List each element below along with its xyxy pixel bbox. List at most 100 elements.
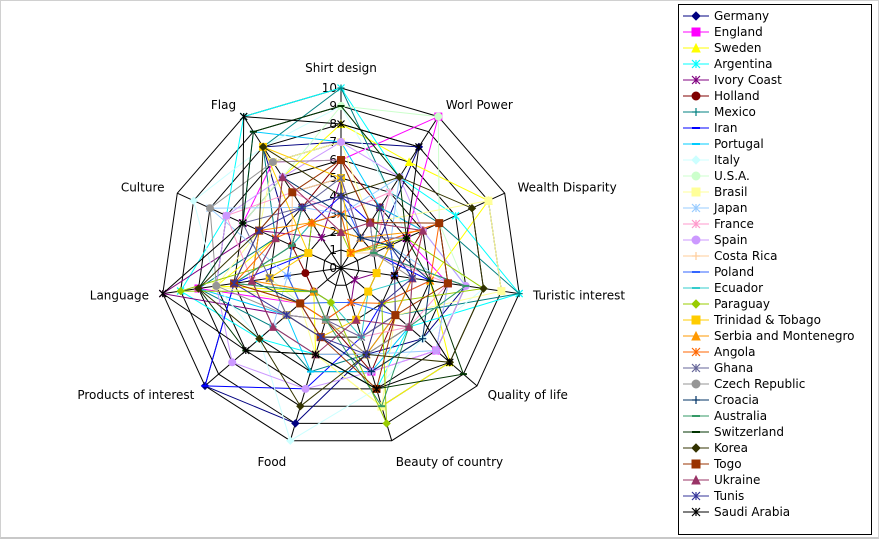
legend-item: Iran (679, 120, 869, 136)
legend-item: Argentina (679, 56, 869, 72)
grid-ring-9 (180, 105, 502, 424)
data-point-marker (484, 196, 493, 205)
data-point-marker (691, 155, 701, 165)
series-line (215, 141, 467, 390)
data-point-marker (691, 507, 701, 517)
legend-item: Poland (679, 264, 869, 280)
tick-label: 1 (329, 243, 337, 257)
legend-symbol (683, 27, 709, 37)
data-point-marker (278, 172, 287, 182)
legend-label: Brasil (714, 185, 748, 199)
tick-label: 0 (329, 261, 337, 275)
data-point-marker (692, 108, 700, 116)
data-point-marker (691, 330, 701, 341)
legend-item: Togo (679, 456, 869, 472)
series-saudi-arabia (158, 112, 454, 393)
data-point-marker (386, 241, 395, 250)
data-point-marker (316, 333, 325, 342)
grid-ring-8 (197, 123, 485, 407)
legend-label: Ecuador (714, 281, 764, 295)
data-point-marker (337, 120, 345, 128)
data-point-marker (497, 287, 506, 296)
legend-item: England (679, 24, 869, 40)
legend-label: Saudi Arabia (714, 505, 791, 519)
legend-item: Ivory Coast (679, 72, 869, 88)
legend-label: Australia (714, 409, 768, 423)
legend-symbol (683, 91, 709, 101)
legend-symbol (683, 287, 709, 289)
data-point-marker (691, 443, 701, 453)
data-point-marker (337, 138, 345, 146)
legend-item: Serbia and Montenegro (679, 328, 869, 344)
legend-item: Holland (679, 88, 869, 104)
data-point-marker (206, 204, 214, 213)
legend-label: Ghana (714, 361, 754, 375)
data-point-marker (372, 269, 381, 278)
legend-symbol (683, 11, 709, 21)
legend-symbol (683, 443, 709, 453)
legend-symbol (683, 363, 709, 373)
data-point-marker (241, 346, 250, 355)
legend-label: Costa Rica (714, 249, 778, 263)
data-point-marker (443, 279, 452, 288)
grid-ring-7 (215, 141, 467, 390)
data-point-marker (351, 315, 361, 324)
legend-symbol (683, 59, 709, 69)
legend-symbol (683, 415, 709, 417)
legend-item: Ghana (679, 360, 869, 376)
legend-symbol (683, 155, 709, 165)
data-point-marker (347, 298, 356, 307)
tick-label: 8 (329, 117, 337, 131)
data-point-marker (255, 226, 264, 235)
axis-label: Food (258, 455, 287, 469)
data-point-marker (691, 27, 701, 37)
legend-item: U.S.A. (679, 168, 869, 184)
legend-label: Portugal (714, 137, 764, 151)
legend-label: Ivory Coast (714, 73, 782, 87)
data-point-marker (268, 158, 277, 166)
data-point-marker (311, 350, 320, 359)
legend-item: Paraguay (679, 296, 869, 312)
legend-symbol (683, 379, 709, 389)
legend-symbol (683, 187, 709, 197)
legend-label: Germany (714, 9, 770, 23)
legend-item: Sweden (679, 40, 869, 56)
data-point-marker (367, 368, 375, 376)
series-line (215, 141, 502, 408)
data-point-marker (291, 419, 300, 428)
data-point-marker (222, 211, 231, 220)
legend-label: Japan (714, 201, 748, 215)
data-point-marker (194, 284, 203, 293)
legend-item: Portugal (679, 136, 869, 152)
data-point-marker (337, 192, 345, 200)
legend-label: Sweden (714, 41, 762, 55)
data-point-marker (255, 334, 264, 343)
data-point-marker (189, 196, 198, 205)
data-point-marker (268, 322, 278, 331)
data-point-marker (304, 249, 313, 257)
legend-item: Angola (679, 344, 869, 360)
data-point-marker (288, 188, 297, 197)
data-point-marker (362, 350, 371, 359)
data-point-marker (337, 84, 345, 92)
legend-item: Czech Republic (679, 376, 869, 392)
data-point-marker (390, 271, 399, 280)
legend-item: Spain (679, 232, 869, 248)
legend-item: Trinidad & Tobago (679, 312, 869, 328)
series-line (233, 159, 449, 390)
axis-label: Culture (121, 180, 165, 194)
axis-label: Flag (211, 98, 236, 112)
legend-item: Australia (679, 408, 869, 424)
data-point-marker (336, 227, 346, 236)
grid-ring-10 (162, 87, 520, 442)
legend-label: Switzerland (714, 425, 784, 439)
data-point-marker (691, 299, 701, 309)
legend-item: Germany (679, 8, 869, 24)
legend-label: U.S.A. (714, 169, 750, 183)
legend-item: Croacia (679, 392, 869, 408)
data-point-marker (296, 401, 305, 411)
legend-label: Mexico (714, 105, 756, 119)
